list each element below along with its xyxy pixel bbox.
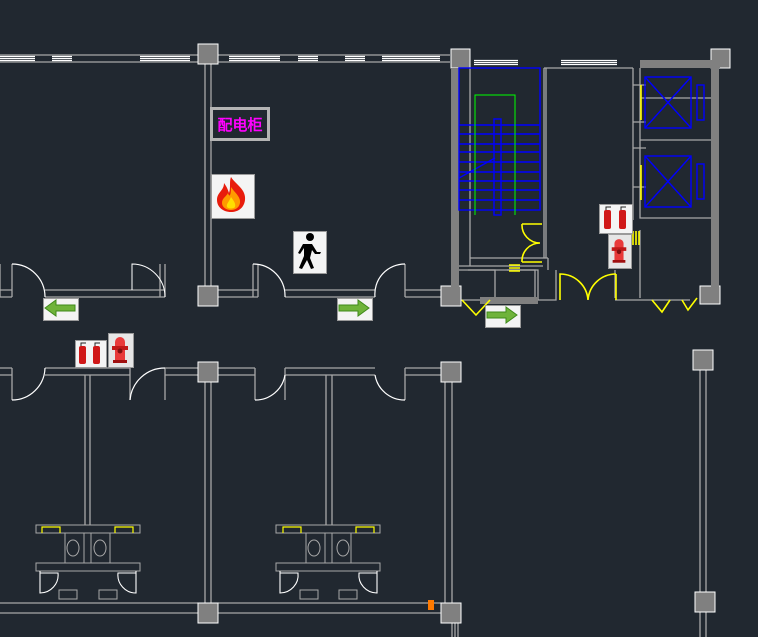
electrical-box-marker xyxy=(428,600,434,610)
door-swings xyxy=(11,263,406,401)
evacuation-arrow-right-icon xyxy=(485,305,521,328)
fire-hydrant-icon xyxy=(608,234,632,269)
evacuation-arrow-left-icon xyxy=(43,298,79,321)
restroom-doors xyxy=(39,571,378,594)
fire-extinguisher-icon xyxy=(75,340,107,368)
fire-hazard-icon xyxy=(211,174,255,219)
power-distribution-cabinet-label: 配电柜 xyxy=(210,107,270,141)
evacuation-arrow-right-icon xyxy=(337,298,373,321)
restroom-vents xyxy=(41,526,375,533)
room-label-text: 配电柜 xyxy=(217,115,263,134)
restroom-fixtures xyxy=(35,524,381,600)
stair-direction-guide xyxy=(474,94,516,215)
staircase xyxy=(458,67,705,216)
fire-extinguisher-icon xyxy=(599,204,633,234)
windows-top xyxy=(0,55,617,66)
fire-hydrant-icon xyxy=(108,333,134,368)
emergency-exit-person-icon xyxy=(293,231,327,274)
structural-columns xyxy=(197,43,731,624)
